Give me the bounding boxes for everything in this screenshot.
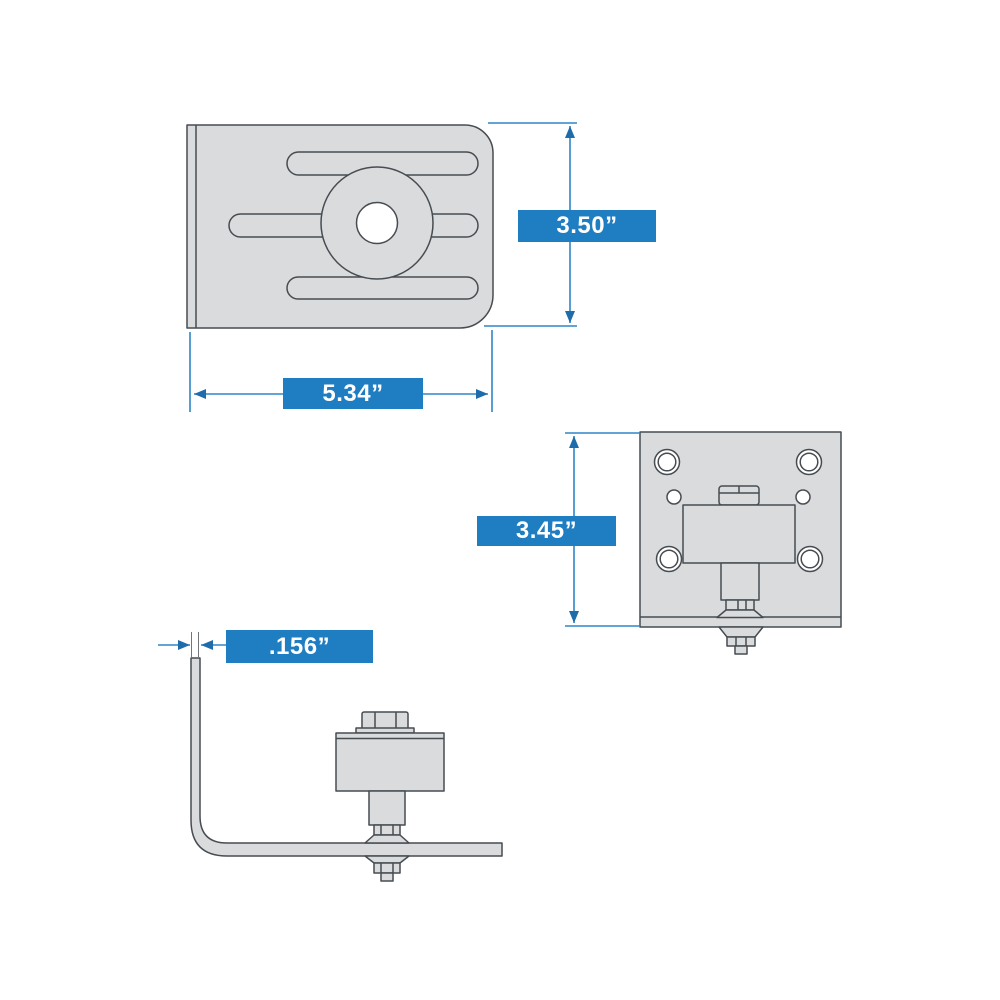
ring-hole-top-left-inner (657, 452, 677, 472)
dimension-label-top-height: 3.50” (518, 210, 656, 242)
lock-nut-flange (718, 626, 764, 638)
dimension-label-side-thickness: .156” (226, 630, 373, 663)
taper-washer-side (364, 834, 410, 844)
taper-washer (716, 609, 764, 619)
roller-side (335, 732, 445, 792)
dimension-label-top-width: 5.34” (283, 378, 423, 409)
top-view-bracket-plate (186, 122, 577, 412)
shaft-nut (725, 599, 755, 611)
front-view-roller-bracket (565, 431, 842, 655)
l-angle-bracket (190, 657, 503, 857)
ring-hole-top-right-inner (799, 452, 819, 472)
small-hole-left (666, 489, 682, 505)
bolt-end-stem (734, 645, 748, 655)
side-view-l-bracket (158, 632, 503, 882)
hex-bolt-head-side (361, 711, 409, 730)
dimension-label-front-height: 3.45” (477, 516, 616, 546)
shaft (720, 562, 760, 601)
lock-nut-flange-side (364, 855, 410, 864)
ring-hole-bottom-left-inner (659, 549, 679, 569)
roller (682, 504, 796, 564)
shaft-nut-side (373, 824, 401, 836)
dimension-side-thickness (158, 632, 227, 658)
shaft-side (368, 790, 406, 826)
lock-nut-side (373, 862, 401, 874)
small-hole-right (795, 489, 811, 505)
ring-hole-bottom-right-inner (800, 549, 820, 569)
bolt-end-stem-side (380, 872, 394, 882)
lock-nut (726, 636, 756, 647)
center-hole (355, 201, 399, 245)
